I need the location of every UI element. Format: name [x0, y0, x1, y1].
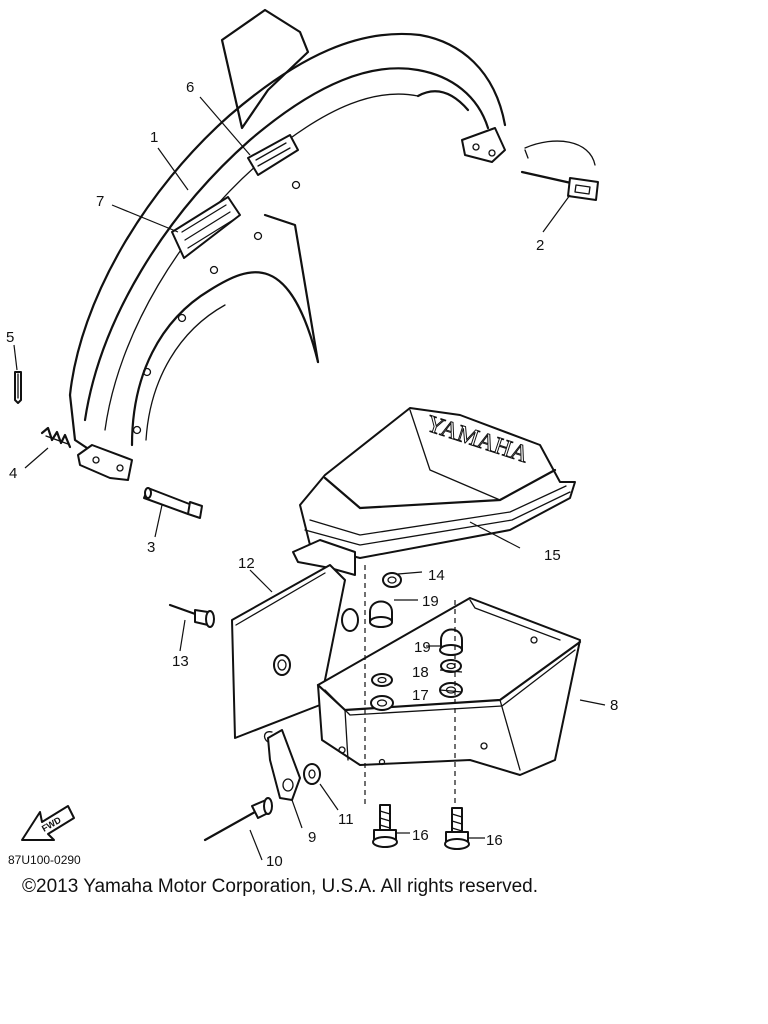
callout-5: 5	[6, 329, 14, 346]
box-cover: YAMAHA	[292, 407, 576, 576]
leader-lines	[13, 96, 606, 861]
copyright-notice: ©2013 Yamaha Motor Corporation, U.S.A. A…	[22, 876, 538, 897]
pivot-pin	[143, 487, 203, 519]
callout-11: 11	[338, 811, 354, 828]
lock-washer-18-left	[371, 673, 393, 687]
callout-2: 2	[536, 237, 544, 254]
callout-8: 8	[610, 697, 618, 714]
callout-14: 14	[428, 567, 445, 584]
callout-19-left: 19	[422, 593, 439, 610]
callout-15: 15	[544, 547, 561, 564]
callout-6: 6	[186, 79, 194, 96]
fender-panel	[68, 8, 507, 481]
lock-washer-18-right	[440, 659, 462, 673]
callout-19-right: 19	[414, 639, 431, 656]
callout-13: 13	[172, 653, 189, 670]
bolt-16-right	[444, 807, 470, 850]
diagram-code: 87U100-0290	[8, 853, 81, 867]
decal-7	[171, 196, 241, 259]
callout-7: 7	[96, 193, 104, 210]
screw-10	[203, 797, 273, 842]
washer-11	[303, 763, 321, 785]
screw-13	[168, 603, 215, 628]
callout-16-left: 16	[412, 827, 429, 844]
spring	[40, 426, 72, 449]
callout-numbers: 1 2 3 4 5 6 7 8 9 10 11 12 13 14 15 16 1…	[6, 79, 618, 870]
cotter-pin	[14, 371, 22, 404]
bolt-16-left	[372, 804, 398, 848]
washer-17-left	[370, 695, 394, 711]
cap-nut-19-right	[439, 628, 463, 656]
callout-17: 17	[412, 687, 429, 704]
callout-10: 10	[266, 853, 283, 870]
cap-nut-19-left	[369, 600, 393, 628]
clip-pin	[520, 140, 599, 201]
callout-9: 9	[308, 829, 316, 846]
decal-6	[247, 134, 299, 176]
callout-16-right: 16	[486, 832, 503, 849]
callout-4: 4	[9, 465, 17, 482]
callout-12: 12	[238, 555, 255, 572]
fwd-arrow-icon: FWD	[21, 805, 75, 841]
callout-1: 1	[150, 129, 158, 146]
callout-3: 3	[147, 539, 155, 556]
washer-14	[382, 572, 402, 588]
gasket-plate	[231, 564, 359, 739]
assembly-lines	[364, 565, 456, 808]
bracket-9	[263, 729, 301, 801]
callout-18: 18	[412, 664, 429, 681]
